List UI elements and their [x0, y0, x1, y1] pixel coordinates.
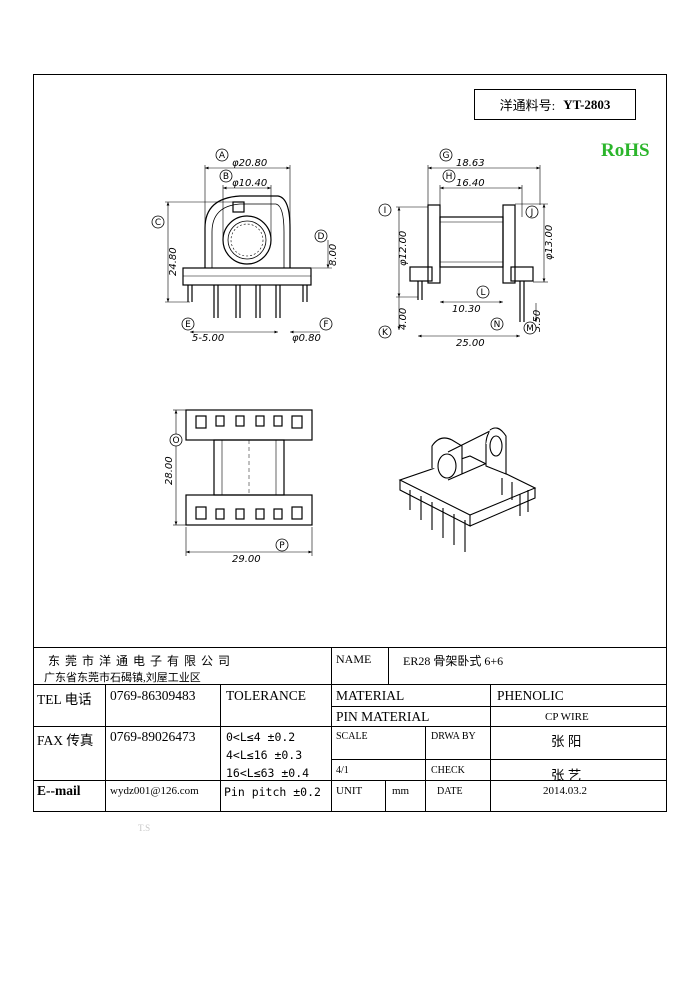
bottom-view	[185, 409, 313, 526]
callout-a: A	[215, 148, 229, 162]
callout-e: E	[181, 317, 195, 331]
email-label: E--mail	[37, 783, 81, 798]
dim-n: 25.00	[456, 338, 485, 349]
tolerance-row-3: 16<L≤63 ±0.4	[226, 766, 310, 780]
fax-value: 0769-89026473	[110, 729, 196, 744]
svg-text:D: D	[318, 232, 325, 242]
drawing-frame	[33, 74, 667, 812]
svg-text:P: P	[279, 541, 285, 551]
unit-value: mm	[392, 785, 410, 797]
callout-k: K	[378, 325, 392, 339]
tolerance-row-4: Pin pitch ±0.2	[224, 785, 321, 799]
faint-mark: T.S	[138, 823, 151, 833]
part-number-label: 洋通料号:	[499, 98, 556, 113]
svg-text:O: O	[172, 436, 179, 446]
company-name: 东 莞 市 洋 通 电 子 有 限 公 司	[48, 654, 232, 668]
tolerance-row-2: 4<L≤16 ±0.3	[226, 748, 303, 762]
callout-l: L	[476, 285, 490, 299]
callout-j: J	[525, 205, 539, 219]
fax-label: FAX 传真	[37, 733, 94, 748]
callout-i: I	[378, 203, 392, 217]
svg-text:C: C	[155, 218, 161, 228]
front-view-dimensions	[165, 165, 332, 334]
callout-h: H	[442, 169, 456, 183]
svg-text:I: I	[384, 206, 387, 216]
email-value: wydz001@126.com	[110, 785, 199, 797]
dim-j: φ13.00	[544, 225, 555, 260]
svg-text:A: A	[219, 151, 226, 161]
dim-d: 8.00	[328, 244, 339, 266]
dim-b: φ10.40	[232, 178, 267, 189]
svg-text:N: N	[494, 320, 501, 330]
dim-a: φ20.80	[232, 158, 267, 169]
company-address: 广东省东莞市石碣镇,刘屋工业区	[44, 672, 201, 684]
callout-n: N	[490, 317, 504, 331]
drawby-label: DRWA BY	[431, 731, 476, 742]
dim-c: 24.80	[168, 247, 179, 276]
svg-text:M: M	[526, 324, 534, 334]
svg-text:K: K	[382, 328, 389, 338]
dim-g: 18.63	[456, 158, 485, 169]
check-value: 张 艺	[551, 768, 582, 783]
date-value: 2014.03.2	[543, 785, 587, 797]
dim-k: 4.00	[398, 308, 409, 330]
date-label: DATE	[437, 786, 463, 797]
dim-m: 3.50	[532, 310, 543, 332]
callout-m: M	[523, 321, 537, 335]
tel-label: TEL 电话	[37, 692, 92, 707]
svg-text:G: G	[443, 151, 450, 161]
side-view-labels: 18.63 16.40 φ12.00 φ13.00 4.00 10.30 3.5…	[398, 158, 555, 349]
drawby-value: 张 阳	[551, 734, 582, 749]
svg-text:H: H	[446, 172, 453, 182]
rohs-mark: RoHS	[601, 140, 650, 161]
svg-text:B: B	[223, 172, 229, 182]
svg-text:F: F	[323, 320, 328, 330]
callouts: A B C D E F G H I J K L M N O P	[151, 148, 539, 552]
part-number-box: 洋通料号: YT-2803	[474, 89, 636, 120]
name-value: ER28 骨架卧式 6+6	[403, 654, 504, 668]
side-view	[409, 204, 534, 322]
callout-o: O	[169, 433, 183, 447]
part-number: YT-2803	[563, 96, 611, 112]
bottom-view-labels: 28.00 29.00	[164, 456, 261, 565]
check-label: CHECK	[431, 765, 465, 776]
dim-i: φ12.00	[398, 231, 409, 266]
unit-label: UNIT	[336, 785, 363, 797]
callout-c: C	[151, 215, 165, 229]
front-view-labels: φ20.80 φ10.40 24.80 8.00 5-5.00 φ0.80	[168, 158, 339, 344]
side-view-dimensions	[396, 165, 548, 338]
callout-p: P	[275, 538, 289, 552]
callout-g: G	[439, 148, 453, 162]
dim-f: φ0.80	[292, 333, 321, 344]
material-label: MATERIAL	[336, 688, 405, 703]
svg-text:E: E	[185, 320, 191, 330]
name-label: NAME	[336, 652, 372, 666]
pin-material-value: CP WIRE	[545, 711, 589, 723]
callout-d: D	[314, 229, 328, 243]
dim-o: 28.00	[164, 456, 175, 485]
tel-value: 0769-86309483	[110, 688, 196, 703]
callout-f: F	[319, 317, 333, 331]
dim-e: 5-5.00	[192, 333, 224, 344]
tolerance-label: TOLERANCE	[226, 688, 306, 703]
isometric-view	[398, 427, 537, 552]
svg-text:L: L	[480, 288, 485, 298]
material-value: PHENOLIC	[497, 688, 564, 703]
tolerance-row-1: 0<L≤4 ±0.2	[226, 730, 296, 744]
scale-value: 4/1	[336, 765, 349, 776]
callout-b: B	[219, 169, 233, 183]
bottom-view-dimensions	[173, 409, 313, 556]
dim-h: 16.40	[456, 178, 485, 189]
dim-l: 10.30	[452, 304, 481, 315]
scale-label: SCALE	[336, 731, 368, 742]
dim-p: 29.00	[232, 554, 261, 565]
svg-text:J: J	[530, 208, 534, 218]
front-view	[182, 195, 312, 318]
pin-material-label: PIN MATERIAL	[336, 709, 430, 724]
